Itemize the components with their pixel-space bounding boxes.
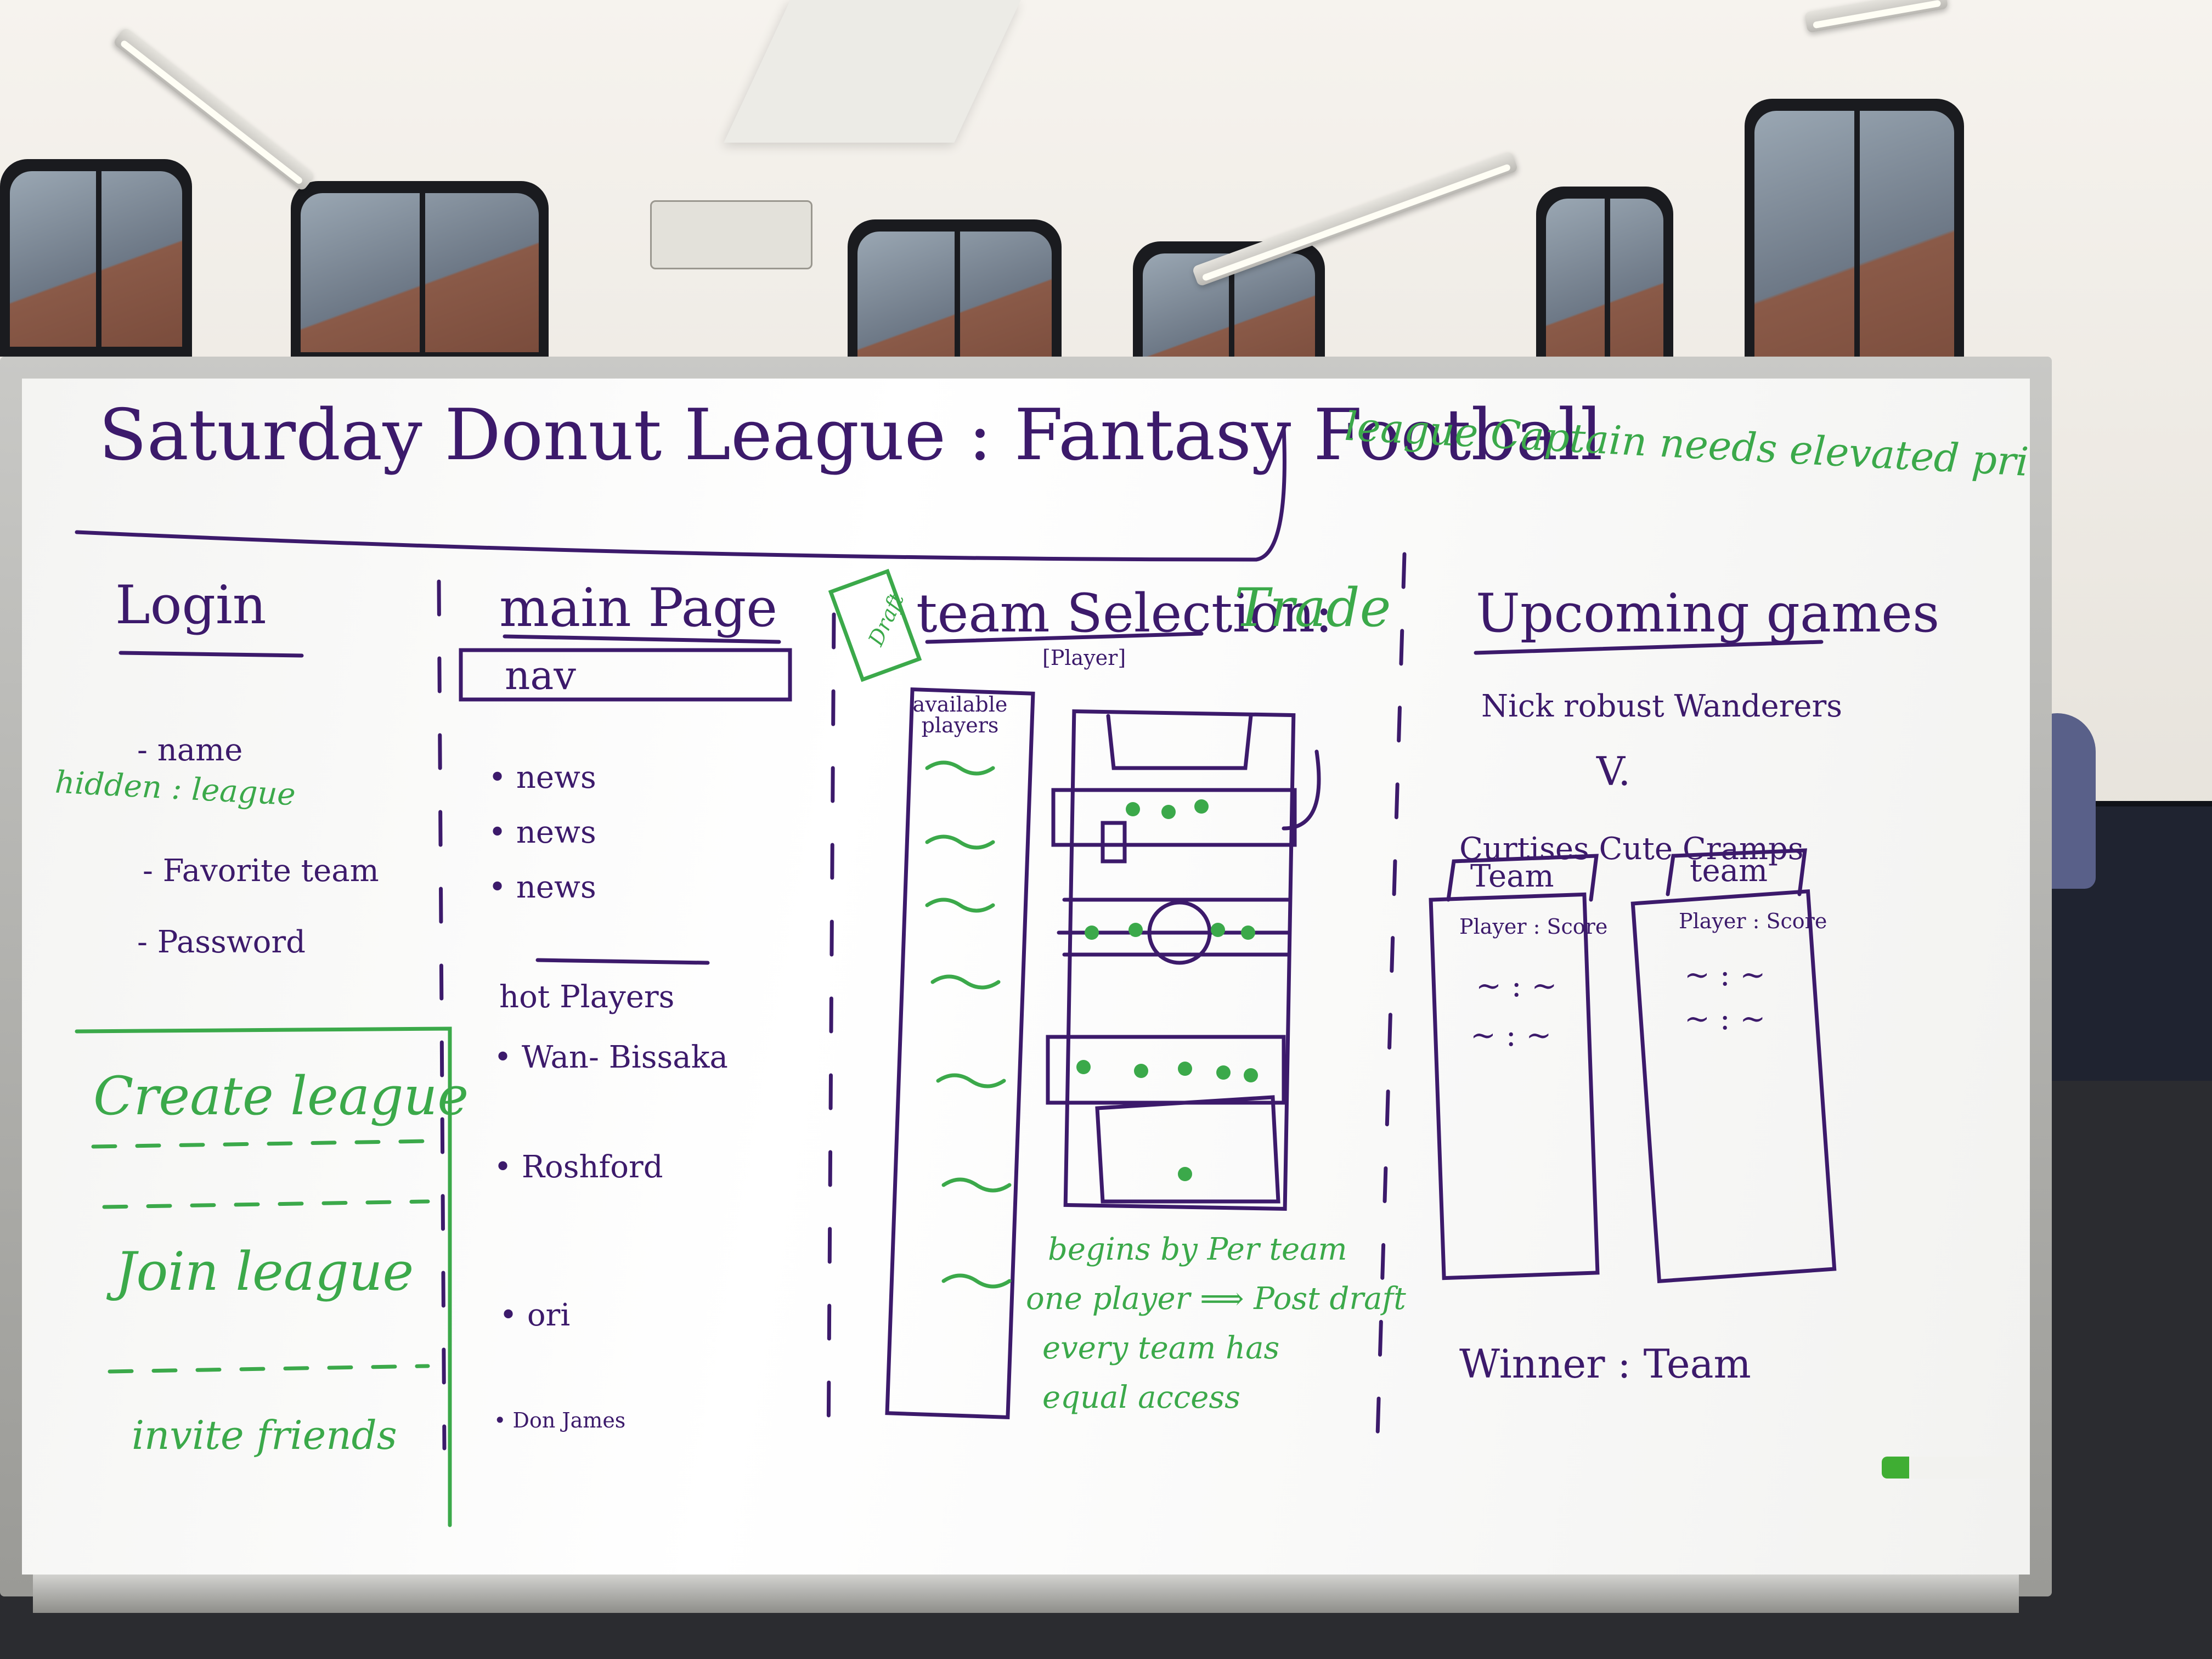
draft-note-line: begins by Per team	[1048, 1232, 1347, 1267]
invite-friends: invite friends	[132, 1412, 397, 1458]
team-a-column-title: Team	[1470, 859, 1554, 894]
window	[0, 159, 192, 357]
login-item-password: - Password	[137, 924, 306, 960]
login-heading: Login	[115, 574, 267, 636]
nav-box-label: nav	[505, 652, 576, 698]
player-box-label: [Player]	[1042, 646, 1126, 670]
upcoming-games-heading: Upcoming games	[1476, 583, 1940, 644]
team-b-column-header: Player : Score	[1679, 909, 1827, 933]
draft-note-line: one player ⟹ Post draft	[1026, 1281, 1406, 1317]
news-item: • news	[488, 815, 596, 850]
team-b-column-title: team	[1690, 853, 1768, 889]
draft-note-line: equal access	[1042, 1380, 1240, 1415]
main-page-heading: main Page	[499, 577, 778, 639]
join-league: Join league	[115, 1241, 414, 1302]
news-item: • news	[488, 870, 596, 905]
window	[291, 181, 549, 362]
login-item-favorite-team: - Favorite team	[143, 853, 379, 889]
marker-tray	[33, 1575, 2019, 1613]
team-a-column-header: Player : Score	[1459, 915, 1608, 939]
score-row: ~ : ~	[1684, 957, 1766, 993]
whiteboard-drawings	[75, 426, 1837, 1527]
available-players-label: available players	[912, 692, 1008, 737]
hot-player-item: • Don James	[494, 1408, 626, 1432]
score-row: ~ : ~	[1470, 1018, 1552, 1053]
green-marker	[1882, 1457, 2030, 1479]
board-title: Saturday Donut League : Fantasy Football	[99, 394, 1603, 476]
draft-note-line: every team has	[1042, 1330, 1280, 1366]
window	[1745, 99, 1964, 395]
team-a-name: Nick robust Wanderers	[1481, 689, 1842, 724]
hot-player-item: • ori	[499, 1297, 571, 1333]
winner-label: Winner : Team	[1459, 1341, 1751, 1387]
projector	[650, 200, 812, 269]
team-selection-heading: team Selection:	[916, 583, 1333, 644]
hot-player-item: • Roshford	[494, 1149, 663, 1185]
news-item: • news	[488, 760, 596, 795]
create-league: Create league	[93, 1065, 469, 1127]
team-b-name: Curtises Cute Cramps	[1459, 831, 1804, 867]
whiteboard: Saturday Donut League : Fantasy Football…	[22, 379, 2030, 1575]
hot-players-heading: hot Players	[499, 979, 675, 1015]
trade-label: Trade	[1234, 577, 1391, 639]
versus-label: V.	[1596, 748, 1631, 794]
score-row: ~ : ~	[1476, 968, 1558, 1004]
login-item-name: - name	[137, 732, 243, 768]
hot-player-item: • Wan- Bissaka	[494, 1040, 728, 1075]
score-row: ~ : ~	[1684, 1001, 1766, 1037]
